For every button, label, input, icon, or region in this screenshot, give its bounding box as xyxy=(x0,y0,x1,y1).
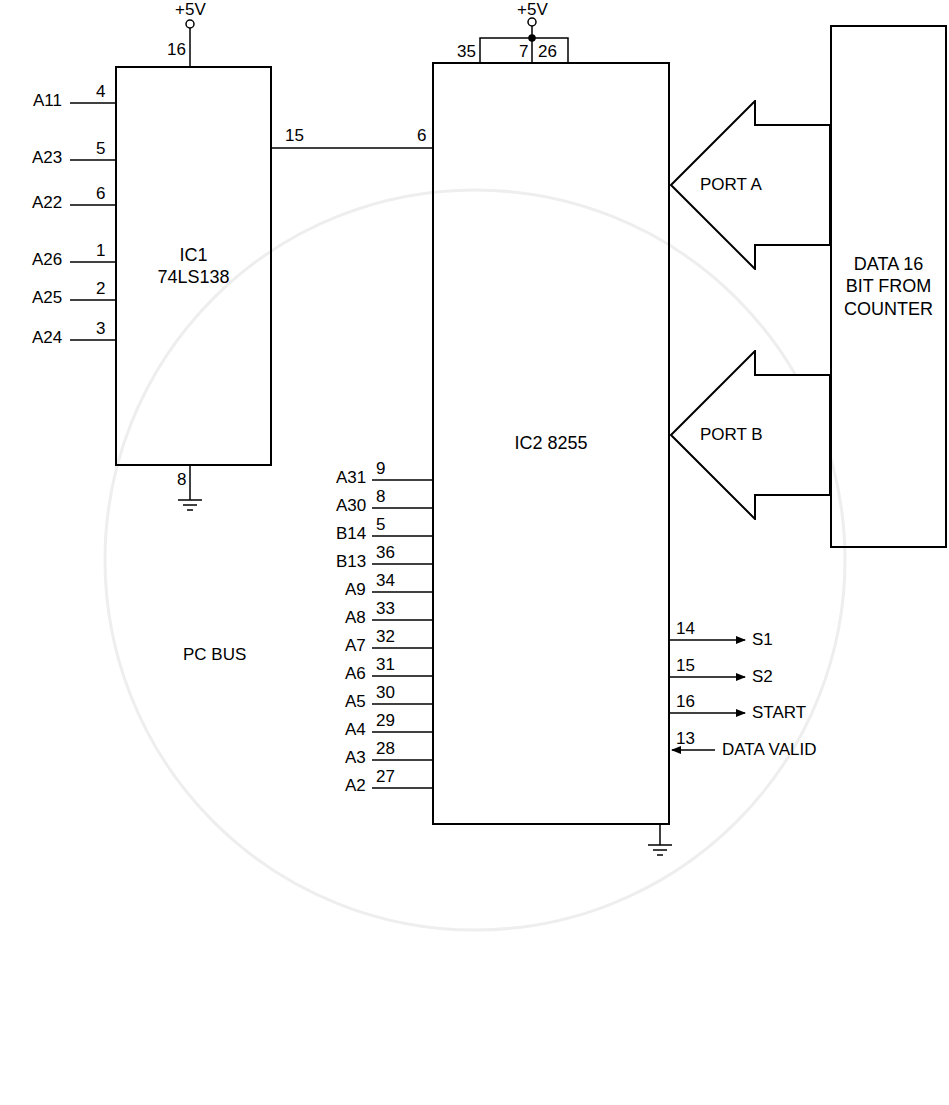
signal-name: A31 xyxy=(336,468,366,488)
signal-name: +5V xyxy=(517,0,548,20)
pin-number: 33 xyxy=(376,599,395,619)
pin-number: 31 xyxy=(376,655,395,675)
signal-name: A22 xyxy=(32,193,62,213)
pin-number: 32 xyxy=(376,627,395,647)
signal-name: A3 xyxy=(345,748,366,768)
pin-number: 13 xyxy=(676,729,695,749)
counter-box: DATA 16 BIT FROM COUNTER xyxy=(830,25,947,548)
pin-number: 15 xyxy=(676,656,695,676)
pin-number: 26 xyxy=(538,42,557,62)
signal-name: A6 xyxy=(345,664,366,684)
pin-number: 16 xyxy=(676,692,695,712)
pin-number: 16 xyxy=(167,40,186,60)
pin-number: 35 xyxy=(457,42,476,62)
pin-number: 8 xyxy=(376,487,385,507)
pin-number: 14 xyxy=(676,619,695,639)
signal-name: A24 xyxy=(32,328,62,348)
node-label: IC1 74LS138 xyxy=(149,244,239,289)
pin-number: 28 xyxy=(376,739,395,759)
signal-name: B14 xyxy=(336,524,366,544)
signal-name: B13 xyxy=(336,552,366,572)
signal-name: S2 xyxy=(752,667,773,687)
signal-name: A23 xyxy=(32,148,62,168)
pin-number: 2 xyxy=(96,279,105,299)
signal-name: A11 xyxy=(33,91,62,111)
pin-number: 1 xyxy=(96,241,105,261)
pin-number: 8 xyxy=(177,470,186,490)
node-label: IC2 8255 xyxy=(506,432,596,455)
signal-name: A26 xyxy=(32,250,62,270)
ppi-ic: IC2 8255 xyxy=(432,62,670,825)
node-label: DATA 16 BIT FROM COUNTER xyxy=(844,253,933,321)
pin-number: 30 xyxy=(376,683,395,703)
pin-number: 6 xyxy=(417,126,426,146)
node-label: PORT A xyxy=(700,174,762,195)
pin-number: 36 xyxy=(376,543,395,563)
signal-name: DATA VALID xyxy=(722,740,816,760)
signal-name: A2 xyxy=(345,776,366,796)
signal-name: A25 xyxy=(32,288,62,308)
port-arrow: PORT B xyxy=(670,350,830,520)
signal-name: +5V xyxy=(175,0,206,20)
signal-name: S1 xyxy=(752,630,773,650)
pin-number: 9 xyxy=(376,459,385,479)
pin-number: 29 xyxy=(376,711,395,731)
pin-number: 34 xyxy=(376,571,395,591)
signal-name: A8 xyxy=(345,608,366,628)
signal-name: A5 xyxy=(345,692,366,712)
pin-number: 5 xyxy=(96,139,105,159)
signal-name: A4 xyxy=(345,720,366,740)
signal-name: START xyxy=(752,703,806,723)
watermark-seal xyxy=(105,190,845,930)
pin-number: 6 xyxy=(96,184,105,204)
signal-name: A30 xyxy=(336,496,366,516)
pin-number: 4 xyxy=(96,82,105,102)
pin-number: 15 xyxy=(285,126,304,146)
signal-name: A9 xyxy=(345,580,366,600)
pin-number: 3 xyxy=(96,319,105,339)
pin-number: 7 xyxy=(519,42,528,62)
signal-name: PC BUS xyxy=(183,645,246,665)
signal-name: A7 xyxy=(345,636,366,656)
chip-select-wire xyxy=(272,147,432,149)
pin-number: 27 xyxy=(376,767,395,787)
pin-number: 5 xyxy=(376,515,385,535)
node-label: PORT B xyxy=(700,424,763,445)
port-arrow: PORT A xyxy=(670,100,830,270)
decoder-ic: IC1 74LS138 xyxy=(115,66,272,466)
